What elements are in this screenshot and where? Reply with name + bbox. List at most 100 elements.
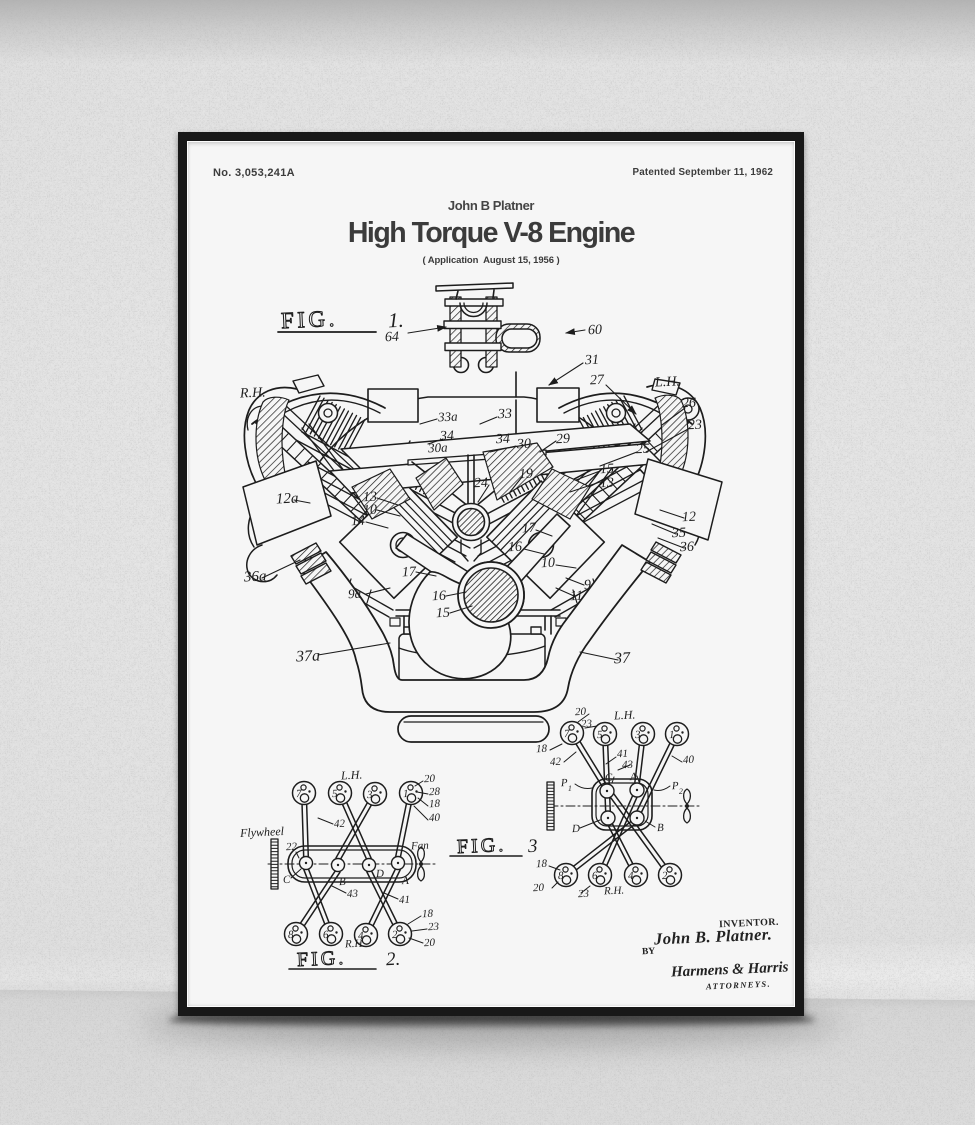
svg-text:C: C: [605, 772, 614, 784]
svg-text:13: 13: [600, 476, 615, 492]
svg-text:31: 31: [584, 353, 600, 369]
svg-text:36a: 36a: [243, 568, 267, 585]
svg-text:9a: 9a: [348, 586, 362, 602]
svg-text:7: 7: [296, 788, 303, 800]
svg-text:60: 60: [588, 323, 603, 339]
svg-text:42: 42: [334, 818, 346, 830]
svg-text:Flywheel: Flywheel: [239, 824, 285, 840]
svg-text:18: 18: [536, 743, 548, 755]
svg-text:7: 7: [564, 728, 571, 740]
svg-text:FIG.: FIG.: [280, 306, 338, 333]
svg-text:10: 10: [363, 503, 378, 519]
svg-text:R.H.: R.H.: [603, 885, 625, 898]
svg-text:L.H.: L.H.: [340, 768, 363, 783]
svg-text:3: 3: [527, 836, 538, 857]
svg-text:A: A: [401, 875, 410, 887]
svg-text:D: D: [375, 868, 385, 880]
svg-text:1: 1: [669, 729, 675, 741]
svg-text:FIG.: FIG.: [297, 947, 347, 971]
svg-text:40: 40: [429, 812, 441, 824]
svg-text:2: 2: [662, 870, 669, 882]
svg-text:Fan: Fan: [410, 840, 430, 853]
svg-text:22: 22: [286, 841, 298, 853]
svg-text:3: 3: [634, 729, 642, 741]
svg-text:FIG.: FIG.: [457, 834, 507, 858]
svg-text:B: B: [339, 876, 347, 888]
svg-text:12: 12: [682, 510, 697, 526]
svg-text:26: 26: [682, 396, 697, 412]
svg-text:D: D: [571, 823, 581, 835]
svg-text:40: 40: [683, 754, 695, 766]
svg-text:23: 23: [688, 418, 703, 434]
svg-text:INVENTOR.: INVENTOR.: [719, 917, 779, 931]
svg-text:34: 34: [439, 429, 455, 445]
svg-text:R.H.: R.H.: [344, 938, 366, 951]
svg-text:43: 43: [622, 759, 634, 771]
svg-text:C: C: [283, 874, 292, 886]
svg-text:B: B: [657, 822, 665, 834]
svg-text:17: 17: [402, 565, 418, 581]
svg-text:15: 15: [600, 462, 615, 478]
svg-text:18: 18: [536, 858, 548, 870]
svg-text:42: 42: [550, 756, 562, 768]
svg-text:20: 20: [533, 882, 545, 894]
svg-text:13: 13: [363, 490, 378, 506]
svg-text:4: 4: [628, 870, 635, 882]
svg-text:41: 41: [399, 894, 411, 906]
svg-text:Harmens & Harris: Harmens & Harris: [670, 959, 789, 980]
svg-text:18: 18: [422, 908, 434, 920]
svg-text:2: 2: [392, 929, 399, 941]
svg-text:35: 35: [671, 526, 687, 542]
svg-text:12a: 12a: [276, 491, 299, 508]
svg-text:19: 19: [519, 467, 534, 483]
svg-text:15: 15: [436, 606, 451, 622]
svg-text:ATTORNEYS.: ATTORNEYS.: [705, 979, 771, 992]
svg-text:1: 1: [403, 788, 409, 800]
svg-text:P2: P2: [671, 780, 683, 796]
svg-text:5: 5: [332, 788, 339, 800]
svg-text:16: 16: [432, 589, 447, 605]
svg-text:18: 18: [429, 798, 441, 810]
svg-text:8: 8: [288, 929, 295, 941]
svg-text:30a: 30a: [427, 440, 449, 456]
svg-text:5: 5: [597, 729, 604, 741]
svg-text:2.: 2.: [386, 949, 401, 971]
svg-text:23: 23: [428, 921, 440, 933]
svg-text:1.: 1.: [387, 308, 404, 333]
svg-text:34: 34: [495, 432, 511, 448]
svg-text:11: 11: [570, 589, 584, 605]
svg-text:6: 6: [323, 929, 330, 941]
svg-text:33: 33: [497, 407, 513, 423]
svg-text:33a: 33a: [437, 409, 459, 425]
svg-text:36: 36: [679, 540, 695, 556]
svg-text:4: 4: [358, 930, 365, 942]
svg-text:23: 23: [578, 888, 590, 900]
svg-text:64: 64: [385, 330, 400, 346]
svg-text:10: 10: [541, 556, 556, 572]
svg-text:R.H.: R.H.: [239, 385, 266, 401]
svg-text:43: 43: [347, 888, 359, 900]
svg-text:28: 28: [429, 786, 441, 798]
svg-text:John B. Platner.: John B. Platner.: [653, 924, 773, 948]
svg-text:37: 37: [613, 650, 632, 668]
svg-text:6: 6: [592, 870, 599, 882]
svg-text:3: 3: [366, 789, 374, 801]
svg-text:30: 30: [516, 437, 532, 453]
svg-text:A: A: [629, 771, 638, 783]
svg-text:20: 20: [575, 706, 587, 718]
svg-text:29: 29: [556, 432, 571, 448]
svg-text:41: 41: [617, 748, 629, 760]
svg-text:16: 16: [508, 540, 523, 556]
svg-text:P1: P1: [560, 777, 572, 793]
svg-text:20: 20: [424, 937, 436, 949]
svg-text:BY: BY: [642, 947, 656, 958]
svg-text:27: 27: [590, 373, 606, 389]
svg-text:20: 20: [424, 773, 436, 785]
svg-text:L.H.: L.H.: [613, 708, 636, 723]
svg-text:9: 9: [584, 578, 592, 593]
svg-text:14: 14: [351, 514, 366, 530]
svg-text:25: 25: [636, 442, 651, 458]
svg-text:37a: 37a: [295, 647, 321, 665]
svg-text:23: 23: [581, 718, 593, 730]
svg-text:24: 24: [474, 476, 489, 492]
